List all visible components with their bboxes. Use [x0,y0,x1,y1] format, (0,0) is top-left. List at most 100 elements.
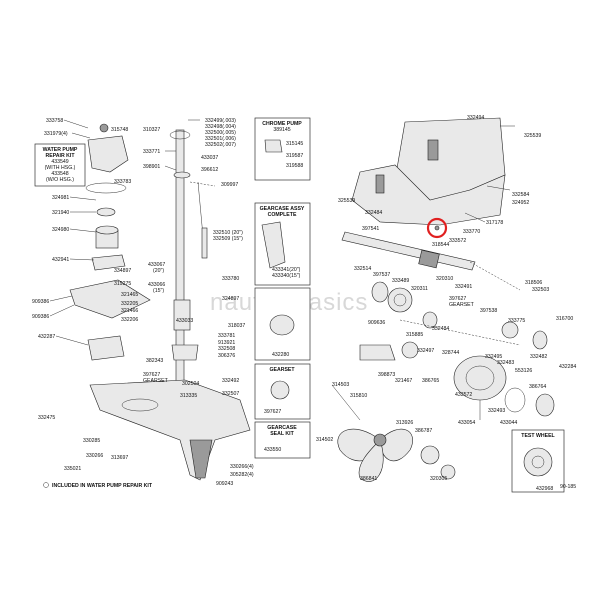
part-label: 335021 [64,466,81,472]
part-label: 319587 [286,153,303,159]
part-label: 398873 [378,372,395,378]
chrome-pump-box [254,117,311,181]
part-label: 320311 [411,286,428,292]
gearset-drawing [270,380,290,400]
part-label: 332498(.004) [205,124,236,130]
part-label: 333758 [46,118,63,124]
part-label: 333780 [222,276,239,282]
part-label: 315145 [286,141,303,147]
test-wheel-drawing [523,447,553,477]
water-pump-kit-box [34,143,86,187]
part-label: 321467 [395,378,412,384]
part-label: 332491 [455,284,472,290]
part-label: 305282(4) [230,472,254,478]
part-label: 316700 [556,316,573,322]
part-label: 553126 [515,368,532,374]
part-label: 331979(4) [44,131,68,137]
part-label: 433341(20") [272,267,301,273]
part-label: 332499(.003) [205,118,236,124]
part-label: 315885 [406,332,423,338]
part-label: 324980 [52,227,69,233]
gearcase-assy-line1: GEARCASE ASSY [260,206,305,212]
part-label: 397541 [362,226,379,232]
part-label: 313926 [396,420,413,426]
highlighted-part [434,225,440,231]
part-label: 397627 [143,372,160,378]
part-label: 313335 [180,393,197,399]
forward-gear-cluster-drawing [359,281,548,361]
chrome-pump-drawing [264,139,283,153]
footnote-circle-symbol [43,482,49,488]
part-label: 433572 [455,392,472,398]
water-pump-kit-line2: REPAIR KIT [45,153,75,159]
part-label: 397627 [264,409,281,415]
part-label: 398901 [143,164,160,170]
part-label: 318544 [432,242,449,248]
gearcase-seal-kit-box [254,421,311,459]
part-label: 432280 [272,352,289,358]
gearcase-seal-kit-line1: GEARCASE [267,425,297,431]
part-label: 318506 [525,280,542,286]
gearset-box-title: GEARSET [269,367,295,373]
part-label: 332205 [121,301,138,307]
part-label: 332484 [432,326,449,332]
test-wheel-title: TEST WHEEL [521,433,555,439]
part-label: 432968 [536,486,553,492]
part-label: 330285 [83,438,100,444]
part-label: 315748 [111,127,128,133]
footnote-text: INCLUDED IN WATER PUMP REPAIR KIT [52,483,153,489]
part-label: 315810 [350,393,367,399]
part-label: 333783 [114,179,131,185]
part-label: 433340(15") [272,273,301,279]
part-label: 313697 [111,455,128,461]
part-label: 386841 [360,476,377,482]
part-label: 332484 [365,210,382,216]
part-label: 332483 [497,360,514,366]
part-label: 386764 [529,384,546,390]
part-label: 306376 [218,353,235,359]
leader-lines [49,119,521,421]
highlight-circle [426,217,448,239]
part-label: 325539 [524,133,541,139]
bearing-drawing [269,314,295,336]
part-label: 433054 [458,420,475,426]
gearcase-assy-line2: COMPLETE [268,212,297,218]
part-number-labels: 332494 325539 332584 324952 317178 32553… [32,115,576,492]
part-label: 333781 [218,333,235,339]
part-label: 318037 [228,323,245,329]
water-pump-drawing [85,123,129,271]
part-label: 433037 [201,155,218,161]
part-label: 332507 [222,391,239,397]
part-label: 325539 [338,198,355,204]
part-label: 321465 [121,292,138,298]
part-label: 332206 [121,317,138,323]
gearcase-seal-kit-line2: SEAL KIT [270,431,294,437]
part-label: 320305 [430,476,447,482]
lower-gearcase-drawing [89,379,251,481]
part-label: 386787 [415,428,432,434]
part-label: 302504 [182,381,199,387]
part-label: 332494 [467,115,484,121]
part-label: 909243 [216,481,233,487]
part-label: 433044 [500,420,517,426]
part-label: 330266(4) [230,464,254,470]
part-label: 333770 [463,229,480,235]
part-label: 324952 [512,200,529,206]
part-label: 319275 [114,281,131,287]
part-label: 333775 [508,318,525,324]
part-label: 333771 [143,149,160,155]
part-label: 319588 [286,163,303,169]
part-label: 324981 [52,195,69,201]
part-label: 309997 [221,182,238,188]
upper-housing-drawing [351,117,515,226]
part-label: 396612 [201,167,218,173]
part-label: 909386 [32,314,49,320]
part-label: 332493 [488,408,505,414]
part-label: 314503 [332,382,349,388]
water-pump-kit-line4: (WITH HSG.) [45,165,76,171]
water-pump-kit-line1: WATER PUMP [43,147,78,153]
part-label: 332503 [532,287,549,293]
part-label: (15") [153,288,164,294]
gearcase-assy-drawing [261,221,286,269]
propeller-drawing [337,428,456,482]
